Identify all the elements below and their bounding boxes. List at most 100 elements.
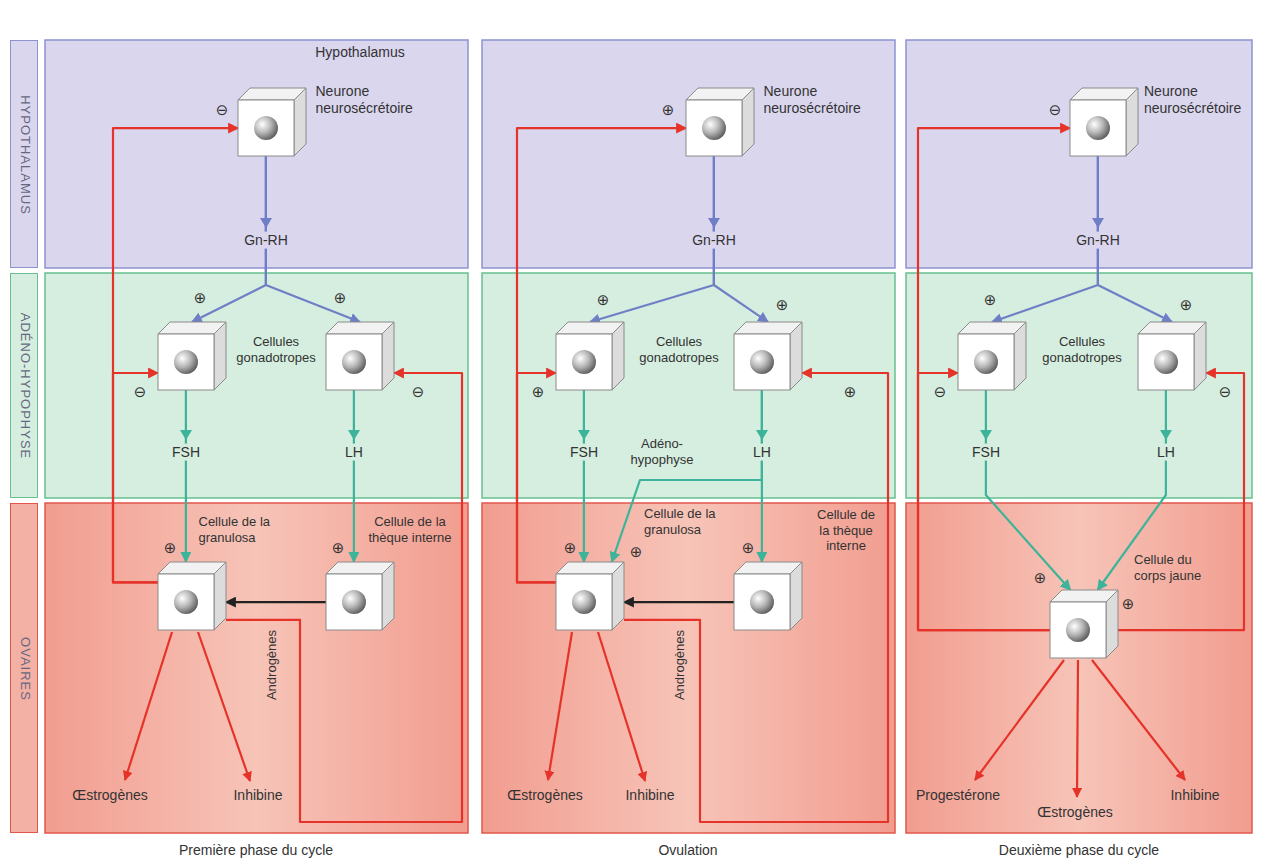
cube-shape — [158, 562, 226, 630]
cube-shape — [326, 322, 394, 390]
cube-shape — [686, 88, 754, 156]
gnrh-arrowheads — [260, 218, 1104, 228]
edge-label: Androgènes — [264, 630, 280, 700]
cube-shape — [556, 322, 624, 390]
feedback-arrow — [113, 373, 158, 582]
ovary-panel — [906, 503, 1252, 833]
secretion-arrow — [125, 632, 172, 780]
cell-nucleus — [342, 590, 366, 614]
cell-nucleus — [342, 350, 366, 374]
cell-cube: LH — [1138, 322, 1206, 390]
diagram-label: ⊕ — [194, 289, 207, 307]
diagram-label: ⊕ — [334, 289, 347, 307]
cell-label: FSH — [567, 444, 601, 461]
diagram-label: ⊕ — [844, 383, 857, 401]
cube-front-face — [686, 100, 742, 156]
secretion-arrow — [598, 632, 645, 781]
cell-cube: Cellule de la granulosa — [158, 562, 226, 630]
cell-label: FSH — [969, 444, 1003, 461]
cube-front-face — [1138, 334, 1194, 390]
cell-cube: FSH — [958, 322, 1026, 390]
cell-label: LH — [1154, 444, 1178, 461]
hypothalamus-panel — [45, 40, 468, 268]
diagram-label: ⊖ — [1049, 101, 1062, 119]
diagram-label: ⊖ — [412, 383, 425, 401]
diagram-label: ⊕ — [776, 296, 789, 314]
diagram-label: Inhibine — [233, 787, 282, 804]
diagram-label: ⊖ — [216, 101, 229, 119]
cell-nucleus — [1086, 116, 1110, 140]
cube-front-face — [158, 334, 214, 390]
diagram-label: Œstrogènes — [72, 787, 147, 804]
hormone-arrow — [185, 390, 187, 562]
cube-side-face — [382, 322, 394, 390]
cube-side-face — [1014, 322, 1026, 390]
cube-front-face — [734, 334, 790, 390]
cell-label: FSH — [169, 444, 203, 461]
cube-front-face — [158, 574, 214, 630]
hypothalamus-panel — [906, 40, 1252, 268]
diagram-label: ⊕ — [597, 291, 610, 309]
cell-nucleus — [572, 590, 596, 614]
cube-side-face — [790, 562, 802, 630]
cube-front-face — [1050, 602, 1106, 658]
cell-cube: Neurone neurosécrétoire — [238, 88, 306, 156]
diagram-label: ⊕ — [1122, 595, 1135, 613]
cube-side-face — [214, 322, 226, 390]
feedback-arrow — [226, 373, 462, 822]
hormone-arrow — [986, 390, 1071, 590]
cell-nucleus — [254, 116, 278, 140]
feedback-arrow — [918, 128, 1070, 630]
cube-front-face — [556, 334, 612, 390]
cube-shape — [734, 322, 802, 390]
cube-front-face — [734, 574, 790, 630]
hormone-arrow — [353, 390, 355, 562]
diagram-label: ⊖ — [1219, 383, 1232, 401]
diagram-label: Deuxième phase du cycle — [999, 842, 1159, 859]
cube-shape — [238, 88, 306, 156]
cube-front-face — [556, 574, 612, 630]
cube-front-face — [326, 334, 382, 390]
diagram-label: Progestérone — [916, 787, 1000, 804]
cell-label: LH — [342, 444, 366, 461]
pituitary-panel — [482, 273, 895, 498]
cell-label: Cellule de la thèque interne — [364, 514, 456, 545]
diagram-label: ⊕ — [742, 539, 755, 557]
diagram-label: Inhibine — [1170, 787, 1219, 804]
cell-nucleus — [174, 350, 198, 374]
cell-nucleus — [1154, 350, 1178, 374]
diagram-label: Gn-RH — [241, 232, 291, 249]
secretion-arrows — [125, 632, 1185, 797]
cell-cube: Cellule de la granulosa — [556, 562, 624, 630]
diagram-label: ⊕ — [1034, 569, 1047, 587]
cell-label: Neurone neurosécrétoire — [1144, 83, 1256, 117]
diagram-label: Ovulation — [658, 842, 717, 859]
cube-front-face — [1070, 100, 1126, 156]
edge-label: Androgènes — [672, 630, 688, 700]
diagram-label: ⊕ — [630, 543, 643, 561]
cell-nucleus — [974, 350, 998, 374]
diagram-label: Gn-RH — [689, 232, 739, 249]
cube-shape — [326, 562, 394, 630]
band-label: OVAIRES — [17, 637, 33, 701]
diagram-label: Première phase du cycle — [179, 842, 333, 859]
cube-shape — [1070, 88, 1138, 156]
ovary-panel — [45, 503, 468, 833]
cell-cube: Neurone neurosécrétoire — [686, 88, 754, 156]
feedback-arrow — [918, 373, 1050, 630]
hypothalamus-panel — [482, 40, 895, 268]
band-label: ADÉNO-HYPOPHYSE — [17, 313, 33, 459]
cell-nucleus — [1066, 618, 1090, 642]
cube-shape — [1050, 590, 1118, 658]
diagram-label: ⊖ — [134, 383, 147, 401]
cell-label: Neurone neurosécrétoire — [764, 83, 879, 117]
cube-side-face — [214, 562, 226, 630]
diagram-label: ⊕ — [564, 539, 577, 557]
panels — [45, 40, 1252, 833]
hormone-arrow — [624, 601, 734, 603]
secretion-arrow — [975, 660, 1064, 780]
hormone-arrow — [583, 390, 585, 562]
cell-label: Cellule du corps jaune — [1134, 552, 1226, 583]
cell-label: LH — [750, 444, 774, 461]
